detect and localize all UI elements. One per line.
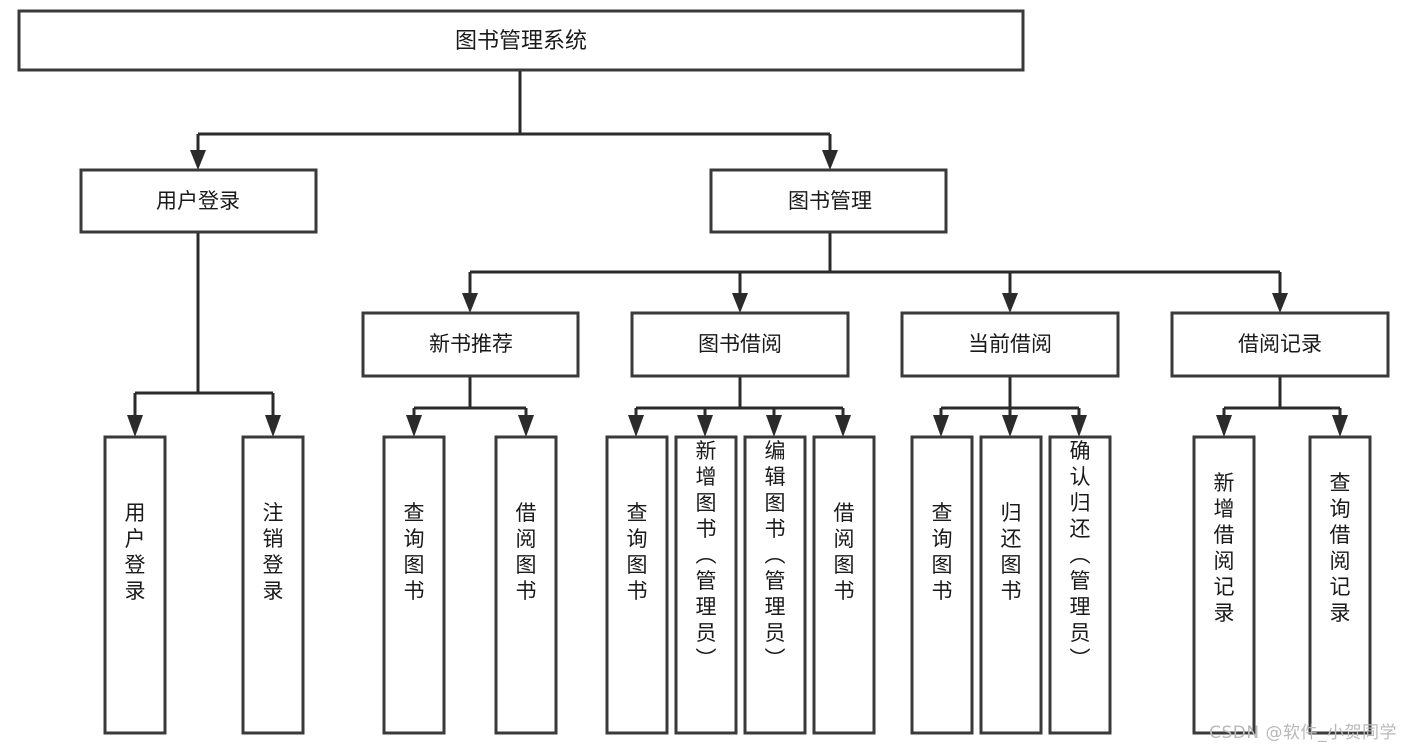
leaf-nb-query-book-box[interactable]	[382, 435, 446, 735]
leaf-bb-borrow-book-label: 借阅图书	[834, 501, 855, 603]
node-book-management[interactable]: 图书管理	[709, 168, 948, 234]
arrow-head-borrow-record	[1272, 293, 1288, 313]
leaf-nb-borrow-book-box[interactable]	[494, 435, 558, 735]
arrow-head-bb-leaf1	[628, 415, 644, 437]
connector-layer	[127, 70, 1348, 437]
leaf-cb-return-book-box[interactable]	[979, 435, 1043, 735]
node-book-management-label: 图书管理	[788, 189, 872, 213]
arrow-head-br-leaf2	[1332, 415, 1348, 437]
node-user-login-label: 用户登录	[156, 189, 240, 213]
arrow-head-cb-leaf1	[933, 415, 949, 437]
arrow-head-cb-leaf2	[1002, 415, 1018, 437]
node-book-management-box[interactable]	[709, 168, 948, 234]
arrow-head-nb-leaf1	[406, 415, 422, 437]
node-borrow-record-label: 借阅记录	[1238, 332, 1322, 356]
node-new-book-recommend-box[interactable]	[361, 311, 580, 378]
node-book-borrow[interactable]: 图书借阅	[630, 311, 850, 378]
node-borrow-record[interactable]: 借阅记录	[1170, 311, 1390, 378]
arrow-head-book-mgmt	[822, 150, 838, 170]
node-root-box[interactable]	[17, 9, 1025, 72]
leaf-node[interactable]: 编辑图书︵管理员︶	[743, 435, 807, 735]
leaf-user-login-box[interactable]	[103, 435, 167, 735]
node-new-book-recommend-label: 新书推荐	[429, 332, 513, 356]
leaf-node[interactable]: 借阅图书	[812, 435, 876, 735]
node-book-borrow-label: 图书借阅	[698, 332, 782, 356]
arrow-head-bb-leaf3	[766, 415, 782, 437]
node-current-borrow-box[interactable]	[900, 311, 1120, 378]
arrow-head-leaf-user-login	[127, 415, 143, 437]
leaf-node[interactable]: 借阅图书	[494, 435, 558, 735]
leaf-bb-query-book-label: 查询图书	[627, 501, 648, 603]
leaf-cb-confirm-return-box[interactable]	[1048, 435, 1112, 735]
leaf-node[interactable]: 新增图书︵管理员︶	[674, 435, 738, 735]
arrow-head-book-borrow	[732, 293, 748, 313]
leaf-br-add-record-label: 新增借阅记录	[1214, 471, 1235, 625]
leaf-cb-return-book-label: 归还图书	[1001, 501, 1022, 603]
arrow-head-br-leaf1	[1216, 415, 1232, 437]
leaf-node[interactable]: 查询图书	[605, 435, 669, 735]
leaf-cb-query-book-label: 查询图书	[932, 501, 953, 603]
leaf-br-query-record-box[interactable]	[1308, 435, 1372, 735]
leaf-node[interactable]: 查询借阅记录	[1308, 435, 1372, 735]
arrow-head-leaf-logout	[265, 415, 281, 437]
leaf-nb-query-book-label: 查询图书	[404, 501, 425, 603]
leaf-bb-add-book-box[interactable]	[674, 435, 738, 735]
arrow-head-user-login	[190, 150, 206, 170]
leaf-node[interactable]: 确认归还︵管理员︶	[1048, 435, 1112, 735]
leaf-cb-query-book-box[interactable]	[910, 435, 974, 735]
node-new-book-recommend[interactable]: 新书推荐	[361, 311, 580, 378]
leaf-bb-query-book-box[interactable]	[605, 435, 669, 735]
arrow-head-bb-leaf4	[835, 415, 851, 437]
leaf-node[interactable]: 查询图书	[382, 435, 446, 735]
node-current-borrow-label: 当前借阅	[968, 332, 1052, 356]
leaf-bb-borrow-book-box[interactable]	[812, 435, 876, 735]
leaf-bb-edit-book-box[interactable]	[743, 435, 807, 735]
leaf-bb-edit-book-label: 编辑图书︵管理员︶	[765, 439, 786, 671]
node-root-label: 图书管理系统	[455, 29, 587, 54]
leaf-node[interactable]: 查询图书	[910, 435, 974, 735]
arrow-head-bb-leaf2	[697, 415, 713, 437]
node-current-borrow[interactable]: 当前借阅	[900, 311, 1120, 378]
node-borrow-record-box[interactable]	[1170, 311, 1390, 378]
leaf-user-login-label: 用户登录	[125, 501, 146, 603]
node-book-borrow-box[interactable]	[630, 311, 850, 378]
leaf-br-query-record-label: 查询借阅记录	[1330, 471, 1351, 625]
leaf-node[interactable]: 新增借阅记录	[1192, 435, 1256, 735]
leaf-cb-confirm-return-label: 确认归还︵管理员︶	[1070, 439, 1091, 671]
leaf-node[interactable]: 注销登录	[241, 435, 305, 735]
node-root-book-management-system[interactable]: 图书管理系统	[17, 9, 1025, 72]
node-user-login[interactable]: 用户登录	[79, 168, 318, 234]
leaf-node[interactable]: 归还图书	[979, 435, 1043, 735]
leaf-node[interactable]: 用户登录	[103, 435, 167, 735]
leaf-bb-add-book-label: 新增图书︵管理员︶	[696, 439, 717, 671]
leaf-logout-box[interactable]	[241, 435, 305, 735]
arrow-head-nb-leaf2	[518, 415, 534, 437]
leaf-nb-borrow-book-label: 借阅图书	[516, 501, 537, 603]
arrow-head-cb-leaf3	[1071, 415, 1087, 437]
leaf-br-add-record-box[interactable]	[1192, 435, 1256, 735]
node-user-login-box[interactable]	[79, 168, 318, 234]
arrow-head-current-borrow	[1002, 293, 1018, 313]
arrow-head-new-book	[462, 293, 478, 313]
leaf-logout-label: 注销登录	[263, 501, 284, 603]
